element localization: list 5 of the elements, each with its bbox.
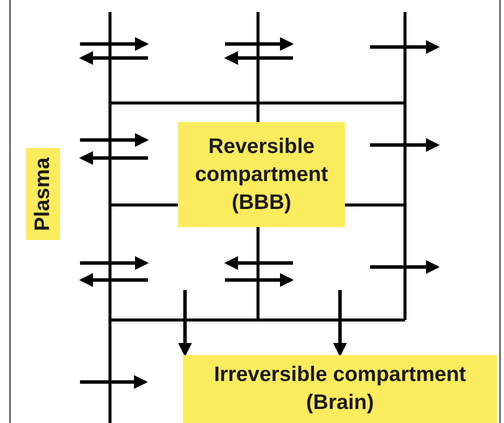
compartment-label-box: Reversible compartment (BBB) <box>178 122 345 227</box>
compartment-label-box: Irreversible compartment (Brain) <box>183 355 497 423</box>
arrow <box>333 290 347 357</box>
arrow <box>178 290 192 357</box>
plasma-label-box: Plasma <box>26 148 60 240</box>
